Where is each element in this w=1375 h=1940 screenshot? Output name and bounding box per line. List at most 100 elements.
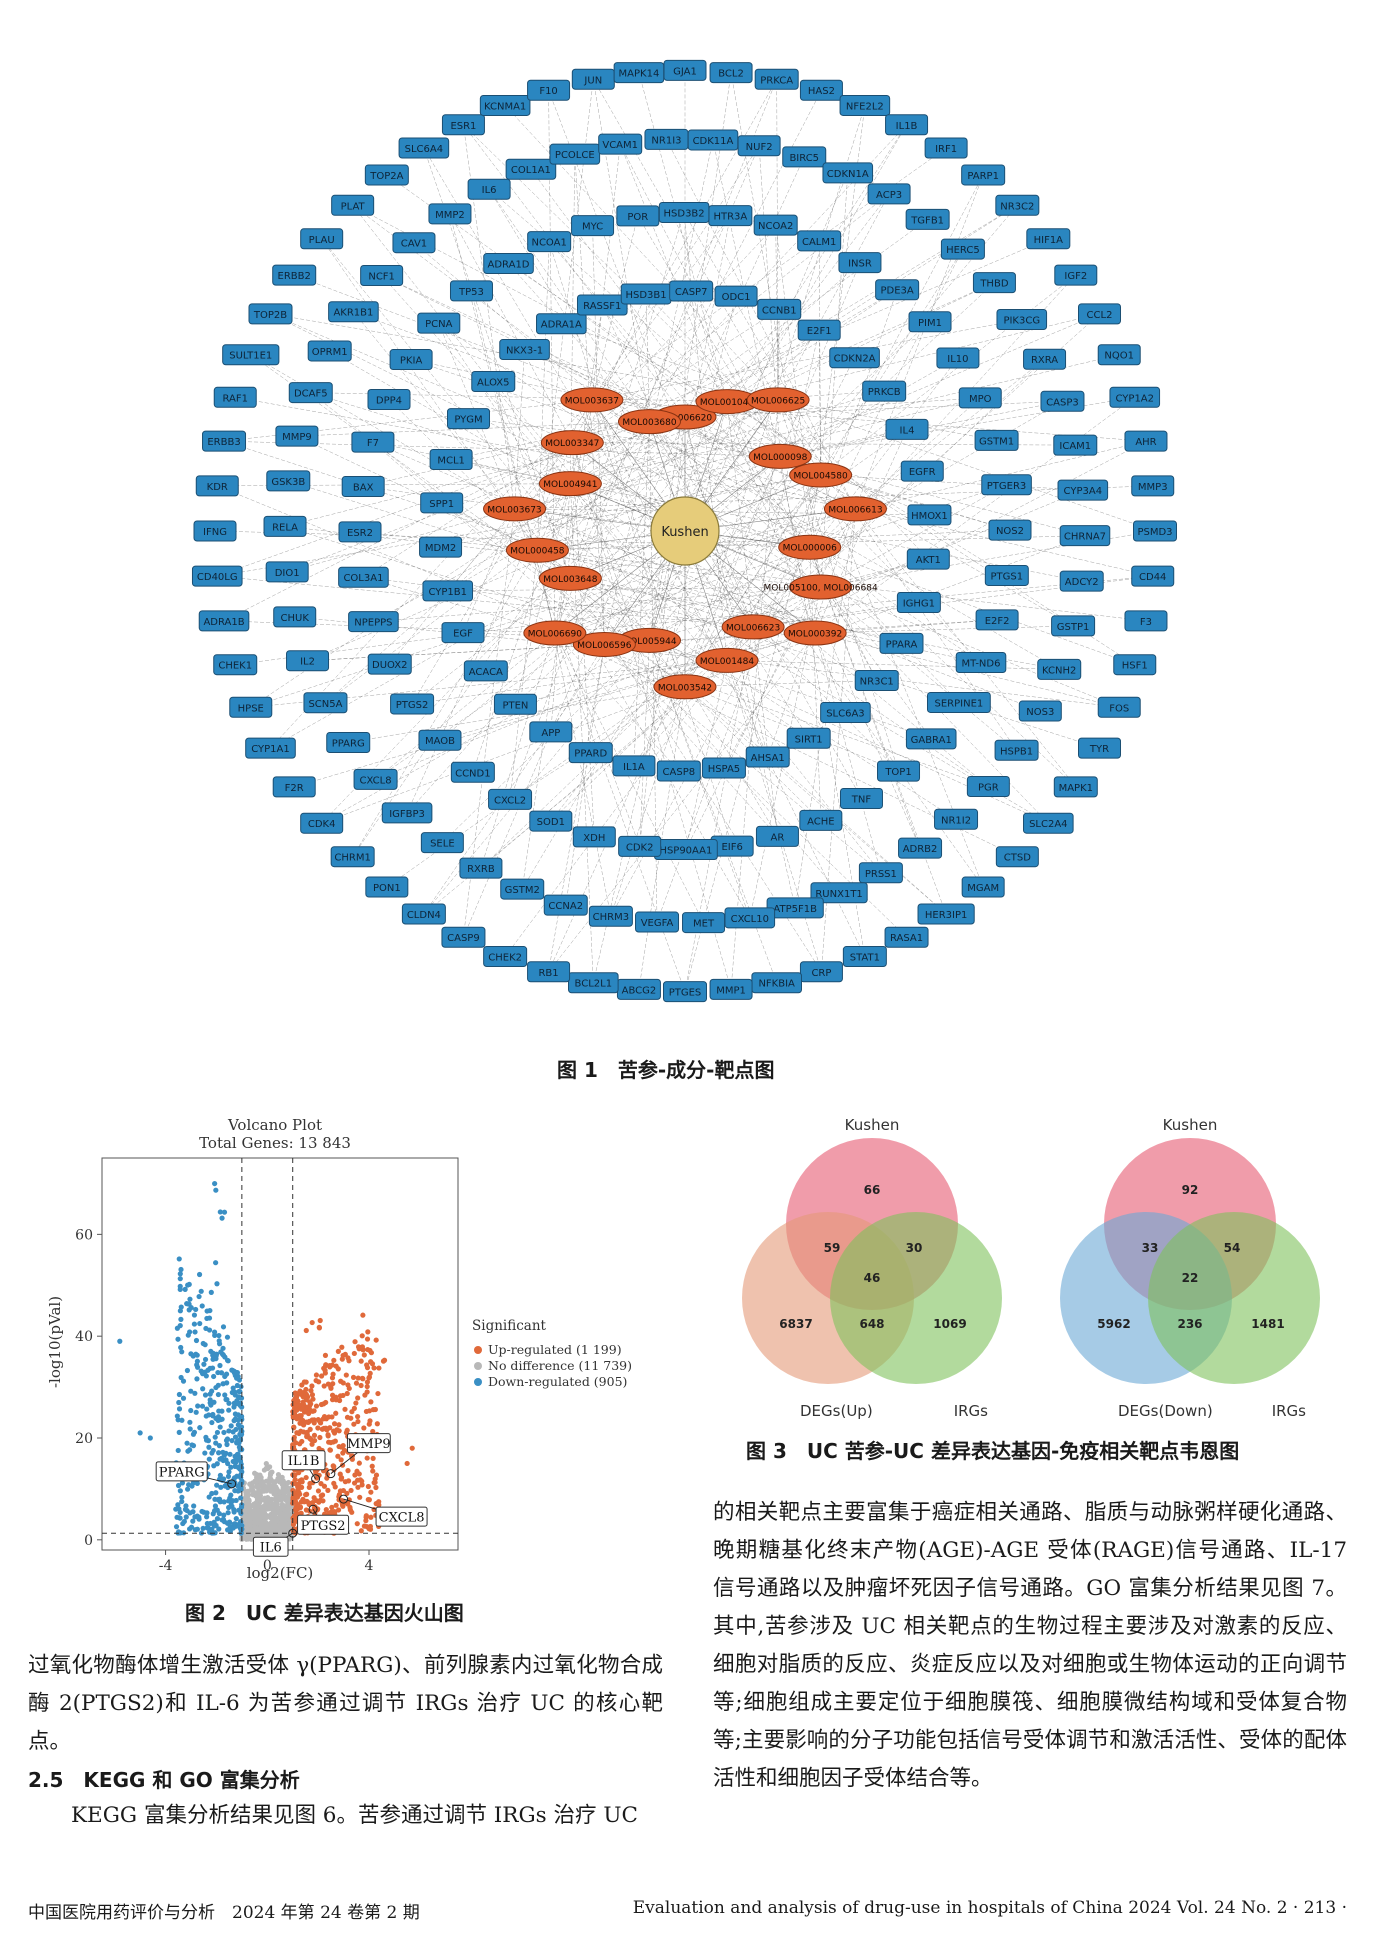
ingredient-node: MOL000458 — [505, 537, 569, 563]
target-node-label: MYC — [582, 222, 603, 233]
target-node-label: GABRA1 — [911, 735, 952, 746]
target-node-label: NR1I3 — [651, 135, 681, 146]
target-node-label: E2F2 — [985, 616, 1010, 627]
volcano-x-tick: 4 — [365, 1558, 374, 1574]
volcano-point — [307, 1426, 313, 1433]
target-node-label: CD40LG — [197, 572, 238, 583]
ingredient-node: MOL006596 — [572, 631, 636, 657]
volcano-point — [345, 1355, 351, 1361]
target-node-label: EGFR — [909, 467, 936, 478]
volcano-point — [194, 1513, 200, 1519]
ingredient-node-label: MOL006690 — [528, 630, 582, 640]
center-node-label: Kushen — [661, 525, 708, 540]
venn-count: 22 — [1182, 1271, 1199, 1285]
target-node-label: GSTM2 — [505, 885, 540, 896]
volcano-point — [319, 1373, 325, 1379]
volcano-point — [217, 1456, 223, 1462]
venn-count: 1481 — [1251, 1317, 1284, 1331]
target-node: CDK4 — [300, 812, 344, 834]
volcano-point — [228, 1492, 234, 1498]
target-node-label: PTGS2 — [396, 700, 429, 711]
target-node: GSTM2 — [500, 878, 545, 900]
target-node: ACACA — [463, 660, 508, 682]
volcano-point — [252, 1525, 258, 1531]
target-node: IGFBP3 — [381, 802, 433, 824]
volcano-point — [175, 1482, 182, 1489]
ingredient-node-label: MOL003648 — [543, 575, 597, 585]
target-node: F7 — [351, 431, 395, 453]
volcano-point — [372, 1479, 378, 1486]
volcano-point — [202, 1356, 209, 1363]
target-node: MT-ND6 — [955, 651, 1007, 673]
volcano-point — [219, 1215, 225, 1221]
target-node-label: CDKN1A — [827, 169, 869, 180]
target-node: CXCL2 — [488, 788, 533, 810]
volcano-point — [315, 1425, 321, 1431]
volcano-point — [223, 1371, 230, 1377]
volcano-point — [368, 1399, 374, 1405]
volcano-point — [313, 1377, 319, 1384]
volcano-point — [222, 1354, 228, 1360]
volcano-point — [274, 1516, 280, 1523]
volcano-point — [187, 1329, 193, 1335]
ingredient-node: MOL004941 — [538, 471, 602, 497]
volcano-point — [291, 1424, 297, 1430]
volcano-point — [186, 1301, 192, 1307]
volcano-point — [175, 1336, 181, 1342]
target-node-label: EIF6 — [721, 842, 742, 853]
volcano-point — [234, 1382, 240, 1389]
volcano-point — [298, 1428, 304, 1434]
target-node: BAX — [341, 476, 385, 498]
volcano-point — [268, 1503, 274, 1509]
target-node-label: HSPA5 — [708, 764, 740, 775]
volcano-point — [220, 1345, 226, 1351]
target-node: VEGFA — [635, 911, 680, 933]
ingredient-node: MOL003637 — [560, 387, 624, 413]
volcano-point — [210, 1447, 216, 1454]
volcano-point — [374, 1421, 380, 1427]
volcano-point — [223, 1437, 230, 1444]
ingredient-node: MOL006623 — [721, 614, 785, 640]
volcano-point — [275, 1471, 282, 1478]
target-node-label: MET — [693, 919, 715, 930]
volcano-point — [230, 1458, 236, 1465]
volcano-point — [230, 1498, 236, 1504]
target-node-label: F7 — [367, 438, 379, 449]
target-node-label: CYP1B1 — [428, 587, 467, 598]
volcano-point — [211, 1519, 217, 1525]
volcano-point — [315, 1488, 322, 1494]
volcano-point — [137, 1430, 143, 1436]
volcano-point — [283, 1521, 289, 1527]
volcano-legend: Up-regulated (1 199)No difference (11 73… — [474, 1342, 632, 1389]
volcano-point — [366, 1408, 373, 1414]
target-node: ABCG2 — [616, 978, 661, 1000]
target-node: SLC2A4 — [1023, 812, 1074, 834]
volcano-point — [204, 1406, 210, 1412]
target-node: CHRNA7 — [1059, 525, 1111, 547]
volcano-point — [262, 1522, 268, 1528]
volcano-point — [355, 1413, 361, 1420]
volcano-point — [215, 1391, 221, 1398]
volcano-point — [222, 1392, 228, 1398]
target-node: RB1 — [527, 961, 571, 983]
volcano-point — [365, 1483, 371, 1490]
volcano-point — [232, 1480, 238, 1486]
volcano-point — [297, 1420, 303, 1426]
venn-set-label: Kushen — [845, 1116, 900, 1134]
volcano-point — [225, 1460, 231, 1467]
target-node: IL10 — [936, 347, 980, 369]
volcano-x-tick: -4 — [159, 1558, 173, 1574]
volcano-point — [361, 1425, 367, 1431]
target-node-label: ERBB2 — [278, 271, 311, 282]
target-node-label: ADRA1D — [488, 260, 530, 271]
target-node-label: BAX — [353, 483, 374, 494]
target-node-label: POR — [627, 212, 648, 223]
volcano-point — [204, 1525, 210, 1531]
target-node-label: CYP3A4 — [1064, 486, 1103, 497]
volcano-point — [244, 1516, 250, 1522]
target-node-label: RXRA — [1031, 355, 1058, 366]
target-node: CASP3 — [1040, 390, 1085, 412]
volcano-point — [202, 1342, 208, 1348]
target-node-label: PTGES — [669, 988, 702, 999]
volcano-point — [189, 1442, 195, 1448]
